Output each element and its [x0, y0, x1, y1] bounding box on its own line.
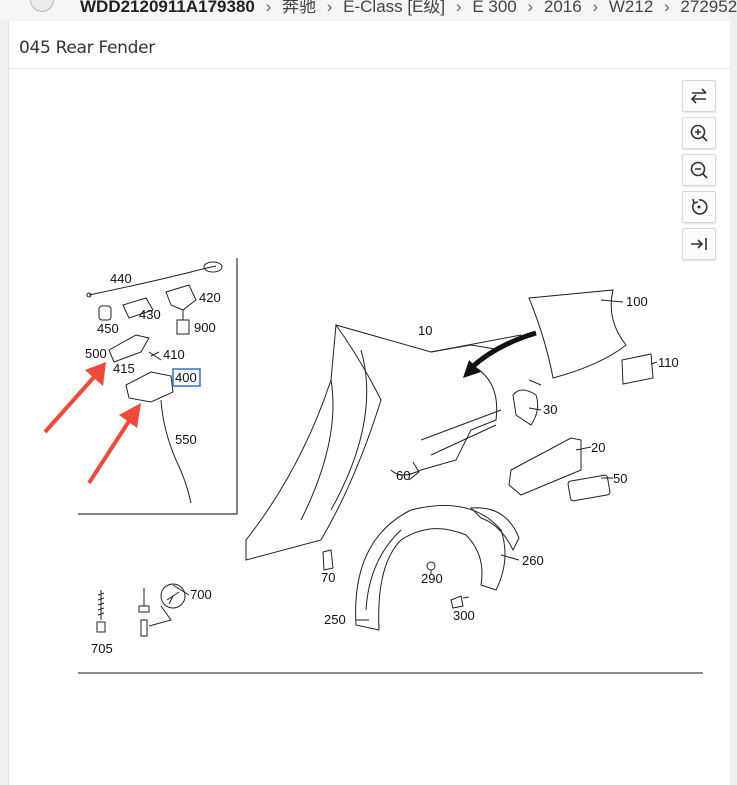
- breadcrumb-item-engine[interactable]: 272952: [680, 0, 737, 16]
- collapse-icon: [691, 238, 707, 250]
- page-title: 045 Rear Fender: [19, 38, 155, 58]
- chevron-right-icon: ›: [664, 0, 670, 16]
- part-110: [621, 353, 654, 385]
- label-415[interactable]: 415: [113, 361, 135, 376]
- label-100[interactable]: 100: [626, 294, 648, 309]
- breadcrumb: WDD2120911A179380 › 奔驰 › E-Class [E级] › …: [80, 0, 737, 17]
- label-700[interactable]: 700: [190, 587, 212, 602]
- part-20: [508, 437, 582, 496]
- part-100: [528, 289, 627, 379]
- label-20[interactable]: 20: [591, 440, 605, 455]
- breadcrumb-item-brand[interactable]: 奔驰: [282, 0, 316, 16]
- label-400[interactable]: 400: [175, 370, 197, 385]
- label-30[interactable]: 30: [543, 402, 557, 417]
- part-60: [408, 461, 420, 481]
- part-440: [88, 265, 217, 296]
- chevron-right-icon: ›: [326, 0, 333, 16]
- label-260[interactable]: 260: [522, 553, 544, 568]
- highlight-box-400: [172, 368, 201, 387]
- parts-panel: 045 Rear Fender: [8, 21, 730, 785]
- part-705: [96, 590, 106, 633]
- panel-header: 045 Rear Fender: [9, 21, 730, 69]
- part-400: [125, 371, 174, 403]
- zoom-in-button[interactable]: [682, 117, 716, 149]
- label-70[interactable]: 70: [321, 570, 335, 585]
- label-450[interactable]: 450: [97, 321, 119, 336]
- label-10[interactable]: 10: [418, 323, 432, 338]
- top-bar: WDD2120911A179380 › 奔驰 › E-Class [E级] › …: [0, 0, 737, 20]
- breadcrumb-item-chassis[interactable]: W212: [608, 0, 654, 16]
- breadcrumb-vin[interactable]: WDD2120911A179380: [80, 0, 255, 16]
- label-250[interactable]: 250: [324, 612, 346, 627]
- zoom-out-button[interactable]: [682, 154, 716, 186]
- breadcrumb-item-model[interactable]: E 300: [472, 0, 517, 16]
- part-70: [322, 549, 334, 571]
- chevron-right-icon: ›: [265, 0, 272, 16]
- chevron-right-icon: ›: [527, 0, 534, 16]
- assembly-arrow: [463, 330, 537, 378]
- avatar[interactable]: [30, 0, 54, 12]
- annotation-arrow-2: [87, 416, 133, 485]
- parts-diagram[interactable]: 440 420 430 450 900 500 410 415 400 550 …: [9, 21, 730, 785]
- label-500[interactable]: 500: [85, 346, 107, 361]
- part-50: [567, 474, 611, 502]
- label-440[interactable]: 440: [110, 271, 132, 286]
- annotation-arrow-1: [43, 374, 97, 434]
- part-10: [245, 323, 382, 561]
- label-60[interactable]: 60: [396, 468, 410, 483]
- chevron-right-icon: ›: [592, 0, 599, 16]
- annotation-arrows: [43, 362, 141, 485]
- rotate-icon: [691, 198, 708, 215]
- part-260: [469, 507, 520, 552]
- label-420[interactable]: 420: [199, 290, 221, 305]
- label-300[interactable]: 300: [453, 608, 475, 623]
- rotate-button[interactable]: [682, 191, 716, 223]
- label-290[interactable]: 290: [421, 571, 443, 586]
- collapse-button[interactable]: [682, 228, 716, 260]
- part-550: [160, 399, 192, 504]
- zoom-in-icon: [690, 124, 708, 142]
- label-410[interactable]: 410: [163, 347, 185, 362]
- label-705[interactable]: 705: [91, 641, 113, 656]
- breadcrumb-item-class[interactable]: E-Class [E级]: [343, 0, 446, 16]
- part-700: [138, 588, 150, 637]
- label-550[interactable]: 550: [175, 432, 197, 447]
- zoom-out-icon: [690, 161, 708, 179]
- swap-button[interactable]: [682, 80, 716, 112]
- label-50[interactable]: 50: [613, 471, 627, 486]
- part-30: [512, 389, 539, 426]
- part-300: [450, 595, 470, 609]
- label-430[interactable]: 430: [139, 307, 161, 322]
- part-250: [355, 505, 506, 631]
- label-900[interactable]: 900: [194, 320, 216, 335]
- breadcrumb-item-year[interactable]: 2016: [543, 0, 582, 16]
- part-500: [108, 334, 150, 363]
- chevron-right-icon: ›: [455, 0, 462, 16]
- swap-icon: [690, 88, 707, 104]
- label-110[interactable]: 110: [658, 355, 679, 370]
- part-290: [426, 561, 436, 571]
- inset-frame: [78, 258, 238, 515]
